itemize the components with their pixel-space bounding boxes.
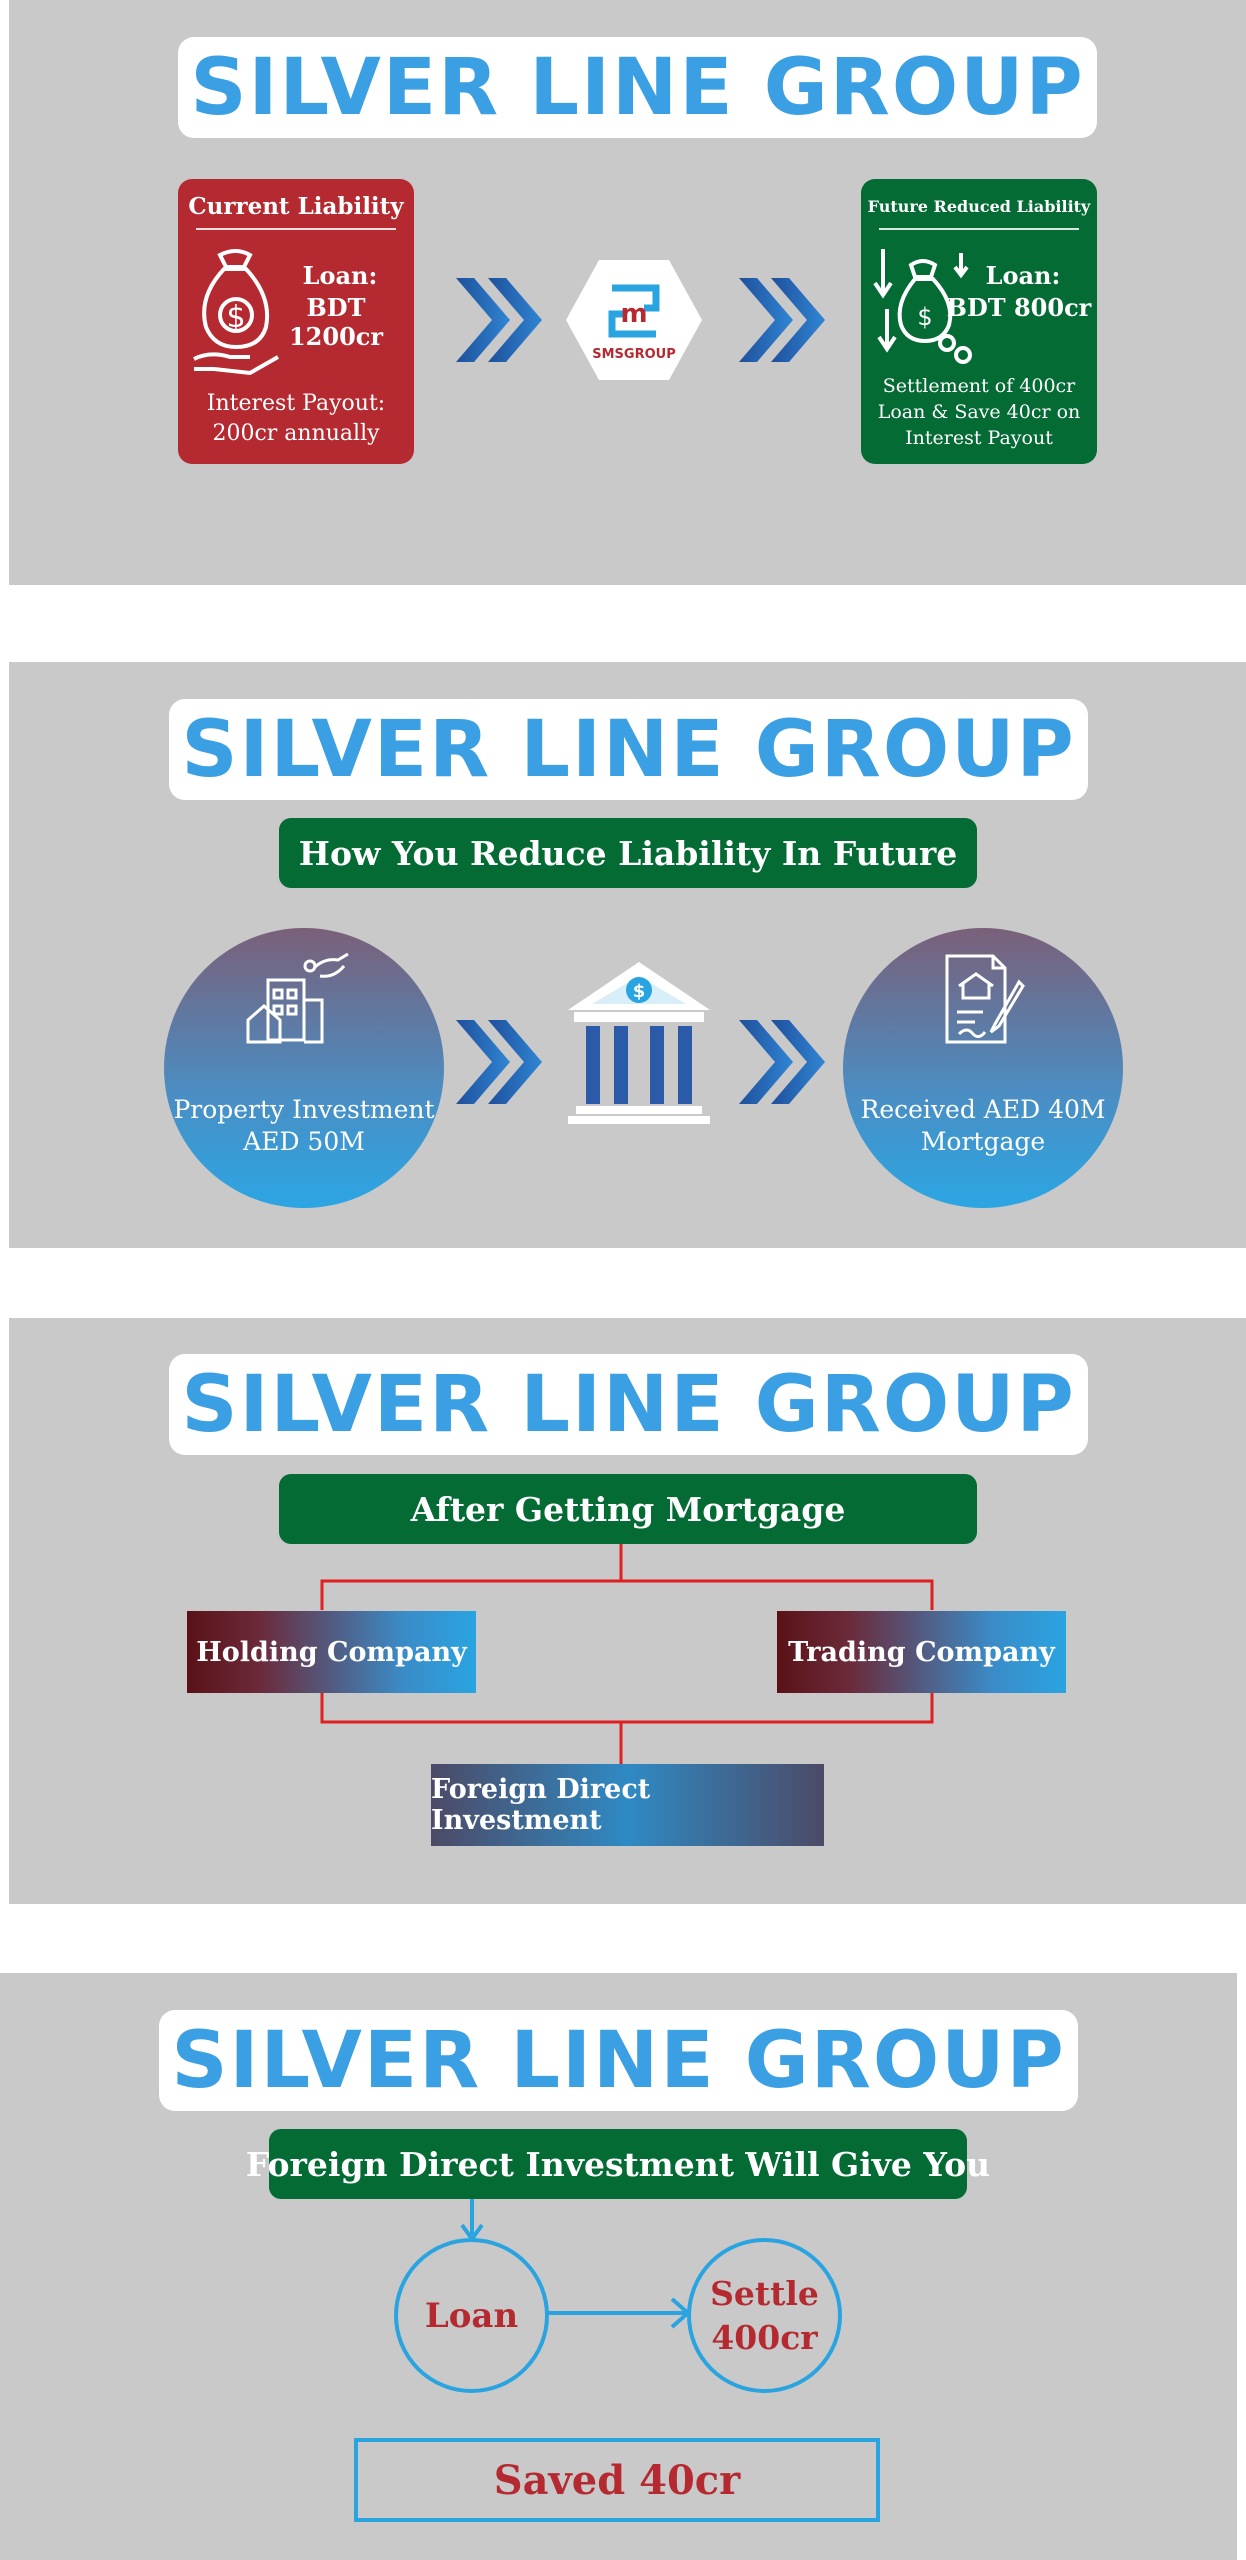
svg-text:$: $: [917, 303, 932, 331]
brand-title-box: SILVER LINE GROUP: [169, 699, 1088, 800]
future-settlement-line-1: Settlement of 400cr: [882, 375, 1076, 397]
current-liability-card: Current Liability $ Loan: BDT 1200cr Int…: [178, 179, 414, 464]
settle-label-line-1: Settle: [710, 2273, 819, 2313]
property-investment-line-2: AED 50M: [243, 1127, 365, 1156]
mortgage-document-icon: [945, 954, 1025, 1044]
svg-text:$: $: [226, 300, 245, 335]
double-chevron-right-icon: [456, 1020, 542, 1104]
current-loan-label: Loan:: [302, 261, 378, 290]
divider: [196, 228, 396, 230]
panel-current-vs-future-liability: SILVER LINE GROUP Current Liability $ Lo…: [9, 0, 1246, 585]
future-loan-label: Loan:: [985, 261, 1061, 290]
brand-title: SILVER LINE GROUP: [171, 2015, 1066, 2106]
current-interest-payout-label: Interest Payout:: [206, 391, 386, 416]
panel-fdi-benefits: SILVER LINE GROUP Foreign Direct Investm…: [0, 1973, 1237, 2560]
brand-title: SILVER LINE GROUP: [181, 1359, 1076, 1450]
brand-title-box: SILVER LINE GROUP: [169, 1354, 1088, 1455]
divider: [879, 228, 1079, 230]
logo-text: SMSGROUP: [592, 347, 675, 362]
double-chevron-right-icon: [456, 278, 542, 362]
holding-company-box: Holding Company: [187, 1611, 476, 1693]
money-bag-hand-icon: $: [193, 249, 279, 376]
panel-after-mortgage: SILVER LINE GROUP After Getting Mortgage…: [9, 1318, 1246, 1904]
current-interest-payout-value: 200cr annually: [212, 421, 380, 446]
settle-circle: Settle 400cr: [687, 2238, 842, 2393]
bank-icon: $: [568, 962, 710, 1124]
section-heading: How You Reduce Liability In Future: [279, 818, 977, 888]
brand-title-box: SILVER LINE GROUP: [178, 37, 1097, 138]
future-liability-title: Future Reduced Liability: [867, 197, 1091, 216]
property-investment-circle: Property Investment AED 50M: [164, 928, 444, 1208]
double-chevron-right-icon: [739, 1020, 825, 1104]
current-liability-title: Current Liability: [188, 193, 404, 220]
loan-label: Loan: [424, 2295, 519, 2336]
loan-circle: Loan: [394, 2238, 549, 2393]
current-loan-amount: BDT 1200cr: [288, 293, 384, 351]
svg-text:m: m: [620, 299, 647, 329]
settle-label-line-2: 400cr: [711, 2317, 818, 2357]
property-investment-icon: [246, 952, 349, 1044]
future-settlement-line-3: Interest Payout: [905, 427, 1053, 449]
svg-text:$: $: [633, 981, 646, 1002]
mortgage-circle: Received AED 40M Mortgage: [843, 928, 1123, 1208]
property-investment-line-1: Property Investment: [173, 1095, 435, 1124]
future-loan-amount: BDT 800cr: [946, 293, 1092, 322]
saved-box: Saved 40cr: [354, 2438, 880, 2522]
future-settlement-line-2: Loan & Save 40cr on: [877, 401, 1081, 423]
panel-reduce-liability: SILVER LINE GROUP How You Reduce Liabili…: [9, 662, 1246, 1248]
foreign-direct-investment-box: Foreign Direct Investment: [431, 1764, 824, 1846]
saved-label: Saved 40cr: [493, 2456, 741, 2504]
brand-title: SILVER LINE GROUP: [190, 42, 1085, 133]
mortgage-line-2: Mortgage: [920, 1127, 1046, 1156]
connector-lines: [320, 1544, 934, 1764]
mortgage-line-1: Received AED 40M: [860, 1095, 1106, 1124]
section-heading: After Getting Mortgage: [279, 1474, 977, 1544]
sms-group-logo: m SMSGROUP: [566, 260, 702, 380]
trading-company-box: Trading Company: [777, 1611, 1066, 1693]
double-chevron-right-icon: [739, 278, 825, 362]
brand-title: SILVER LINE GROUP: [181, 704, 1076, 795]
future-liability-card: Future Reduced Liability $ Loan: BDT 800…: [861, 179, 1097, 464]
brand-title-box: SILVER LINE GROUP: [159, 2010, 1078, 2111]
money-bag-down-arrows-icon: $: [873, 249, 972, 364]
section-heading: Foreign Direct Investment Will Give You: [246, 2129, 990, 2199]
